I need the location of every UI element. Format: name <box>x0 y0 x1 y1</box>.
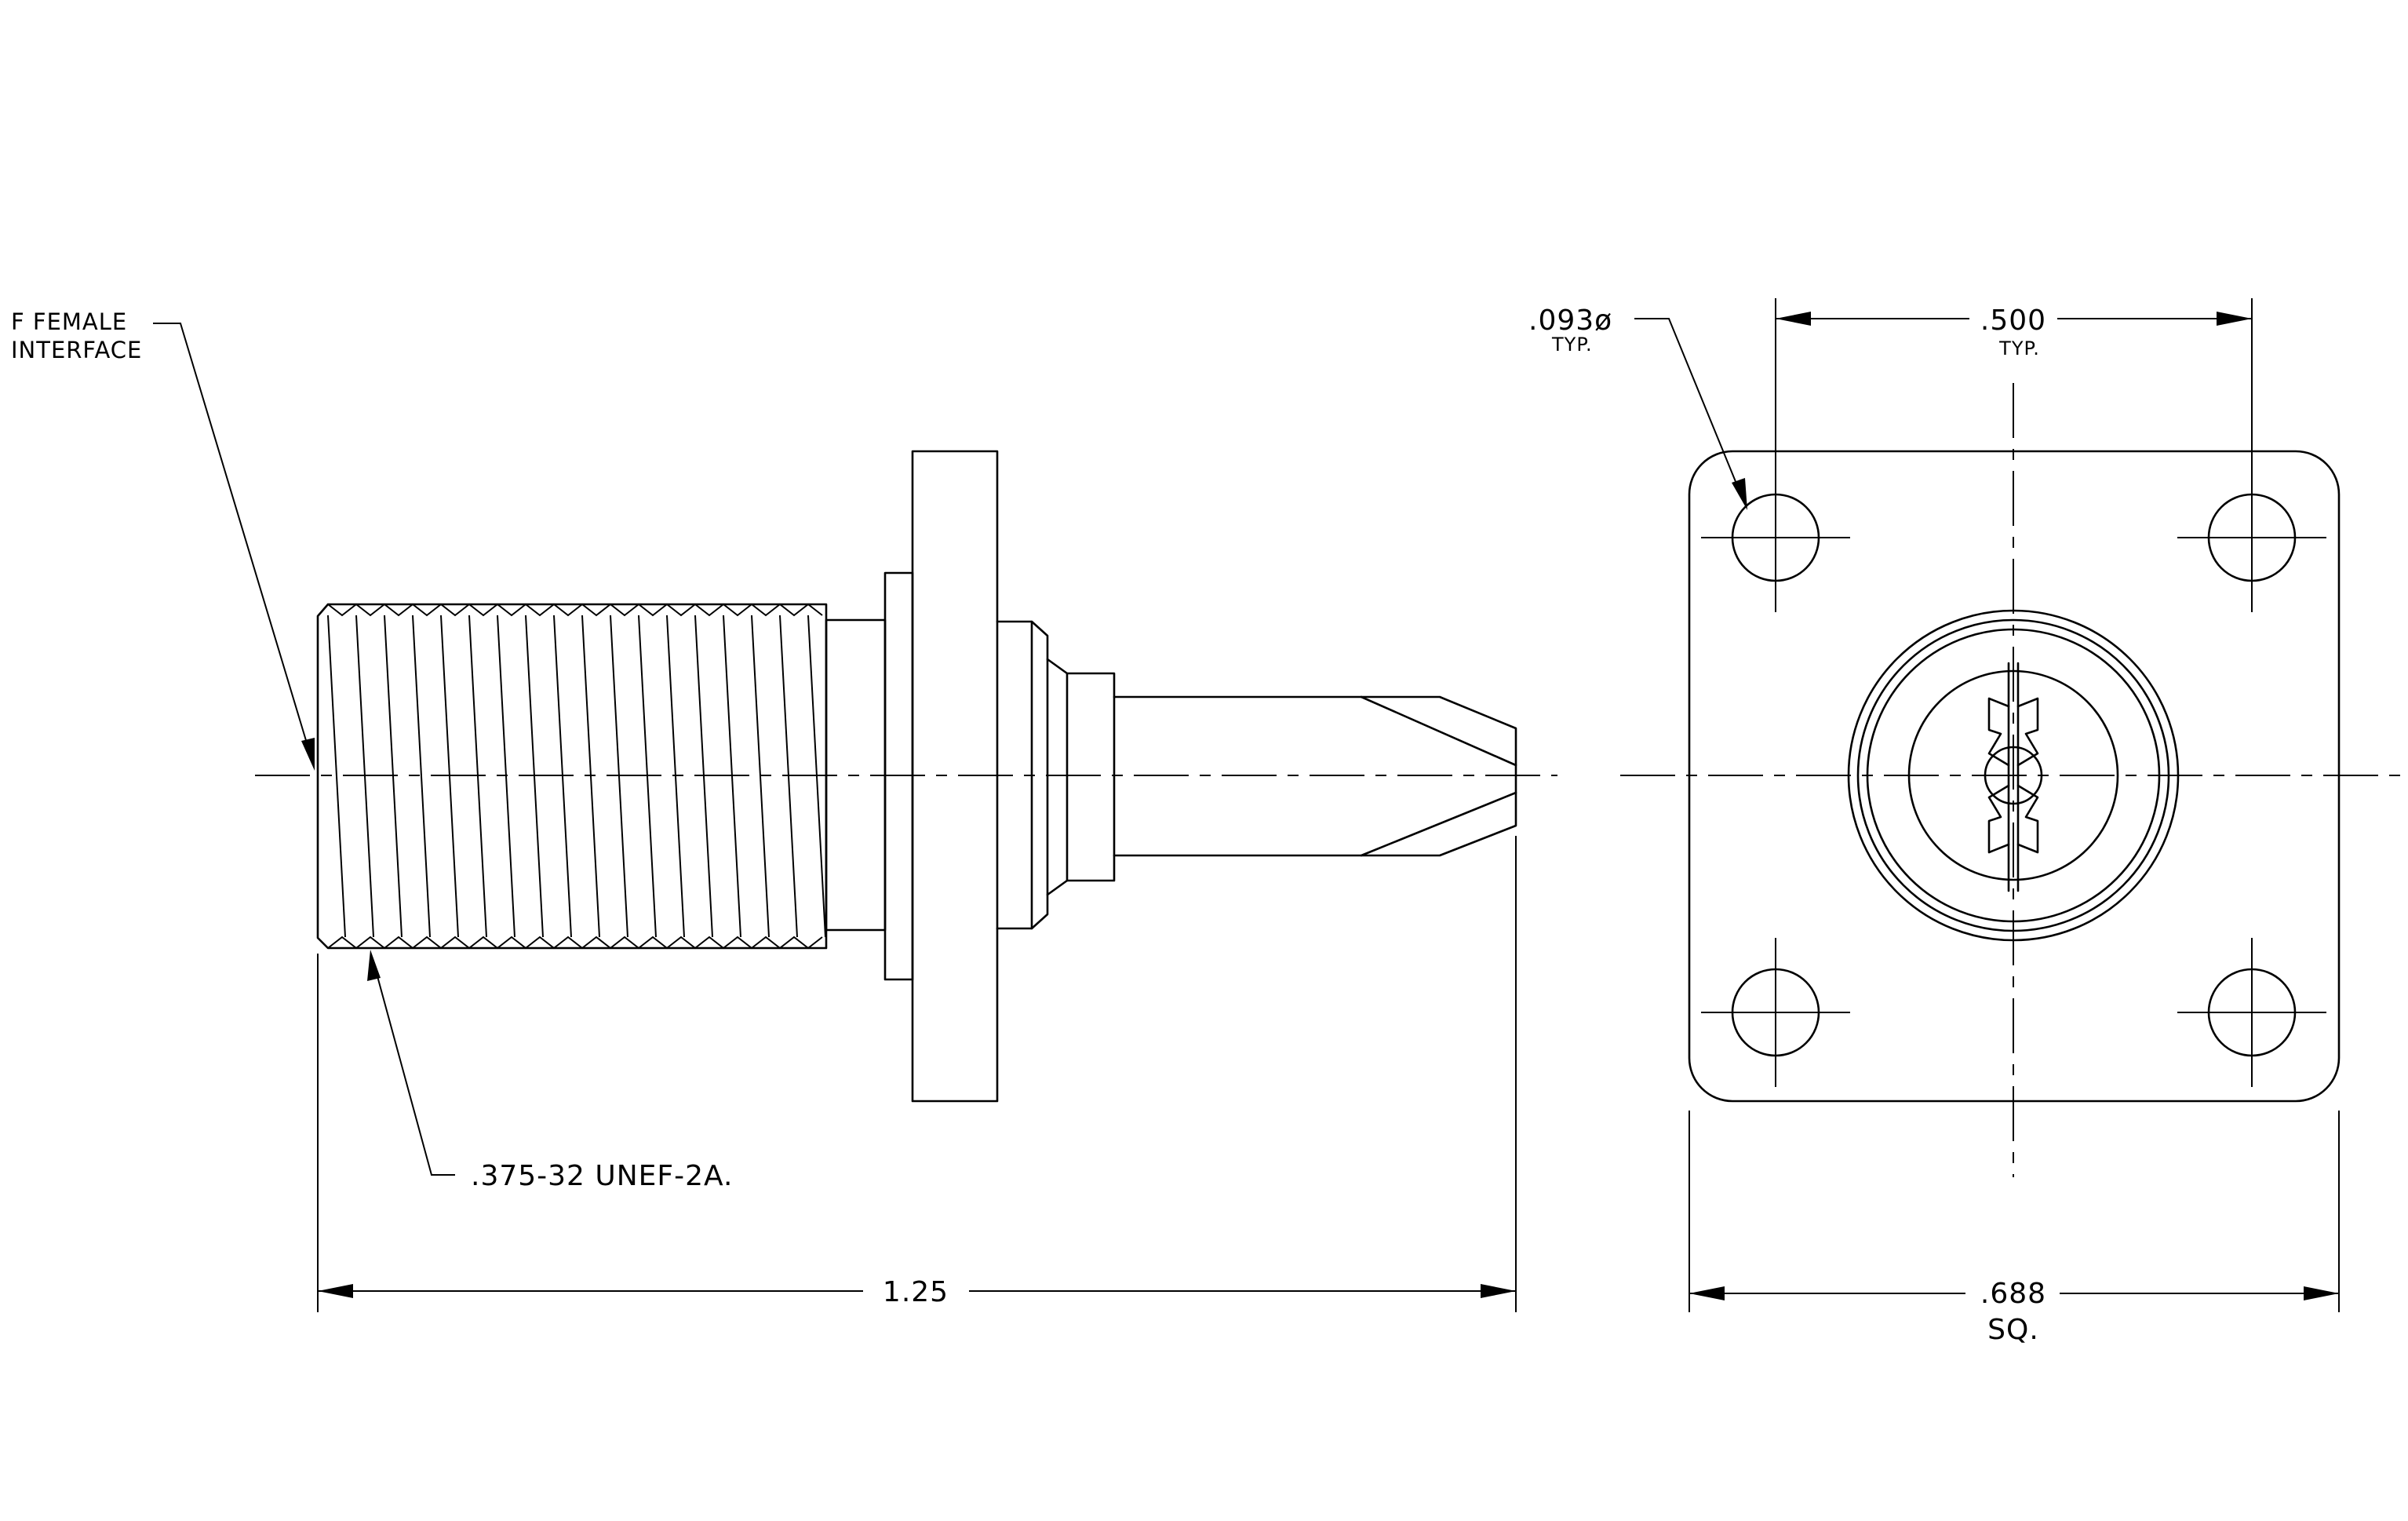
hole-spacing-label: .500 <box>1980 305 2046 337</box>
hole-diameter-label: .093ø <box>1528 305 1612 337</box>
interface-leader <box>153 323 313 762</box>
hole-crosshairs <box>1701 463 2326 1087</box>
thread-lines <box>327 603 826 950</box>
thread-crest-line <box>412 615 431 938</box>
thread-leader <box>372 958 455 1176</box>
spring-contact <box>1987 662 2039 892</box>
interface-label-line1: F FEMALE <box>11 308 127 335</box>
flange-size-note: SQ. <box>1987 1314 2039 1346</box>
thread-top-profile <box>327 603 823 617</box>
hole-diameter-note: TYP. <box>1551 334 1593 356</box>
hole-spacing-note: TYP. <box>1998 337 2040 359</box>
side-view: 1.25 F FEMALE INTERFACE .375-32 UNEF-2A. <box>11 308 1557 1312</box>
interface-label-line2: INTERFACE <box>11 337 142 363</box>
thread-bottom-profile <box>327 936 823 950</box>
hole-diameter-leader <box>1634 318 1744 502</box>
flange-size-label: .688 <box>1980 1278 2046 1310</box>
end-view: .500 TYP. .093ø TYP. .688 SQ. <box>1528 298 2408 1346</box>
overall-length-label: 1.25 <box>883 1276 949 1308</box>
contact-pin <box>1113 695 1517 857</box>
rear-step <box>1046 658 1116 896</box>
thread-crest-line <box>327 615 346 938</box>
thread-spec-label: .375-32 UNEF-2A. <box>471 1160 733 1192</box>
